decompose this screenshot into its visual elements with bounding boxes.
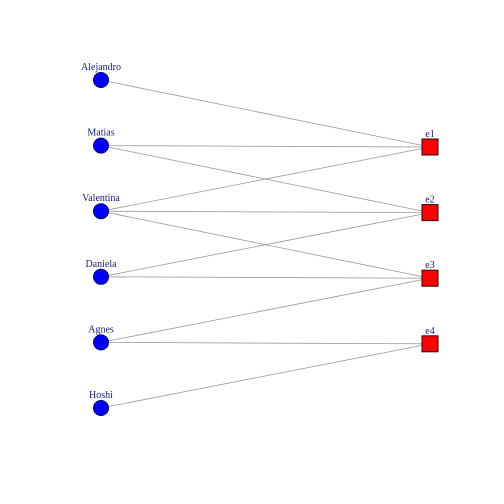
actor-node-matias[interactable] bbox=[93, 137, 109, 154]
edge-matias-e1 bbox=[100, 145, 431, 148]
edge-daniela-e2 bbox=[100, 212, 431, 278]
event-label-e1: e1 bbox=[425, 129, 434, 140]
edge-hoshi-e4 bbox=[100, 343, 431, 409]
edges-layer bbox=[100, 79, 431, 409]
edge-valentina-e2 bbox=[100, 210, 431, 214]
edge-agnes-e3 bbox=[100, 277, 431, 343]
actor-node-valentina[interactable] bbox=[93, 203, 109, 220]
actor-label-hoshi: Hoshi bbox=[89, 390, 113, 401]
event-label-e3: e3 bbox=[425, 260, 434, 271]
actor-label-alejandro: Alejandro bbox=[81, 62, 121, 73]
actor-node-daniela[interactable] bbox=[93, 268, 109, 285]
event-node-e2[interactable] bbox=[421, 204, 439, 222]
actor-label-valentina: Valentina bbox=[82, 193, 120, 204]
event-node-e3[interactable] bbox=[421, 269, 439, 287]
actor-label-agnes: Agnes bbox=[88, 324, 114, 335]
edge-daniela-e3 bbox=[100, 276, 431, 279]
actor-node-agnes[interactable] bbox=[93, 334, 109, 351]
labels-layer: AlejandroMatiasValentinaDanielaAgnesHosh… bbox=[81, 62, 435, 401]
edge-alejandro-e1 bbox=[100, 79, 431, 148]
event-node-e4[interactable] bbox=[421, 335, 439, 353]
actor-label-daniela: Daniela bbox=[85, 259, 117, 270]
actor-node-hoshi[interactable] bbox=[93, 400, 109, 416]
nodes-layer bbox=[93, 72, 439, 416]
actor-node-alejandro[interactable] bbox=[93, 72, 109, 88]
event-node-e1[interactable] bbox=[421, 138, 439, 156]
edge-agnes-e4 bbox=[100, 341, 431, 345]
actor-label-matias: Matias bbox=[87, 128, 114, 139]
edge-valentina-e1 bbox=[100, 146, 431, 212]
event-label-e4: e4 bbox=[425, 326, 434, 337]
event-label-e2: e2 bbox=[425, 195, 434, 206]
